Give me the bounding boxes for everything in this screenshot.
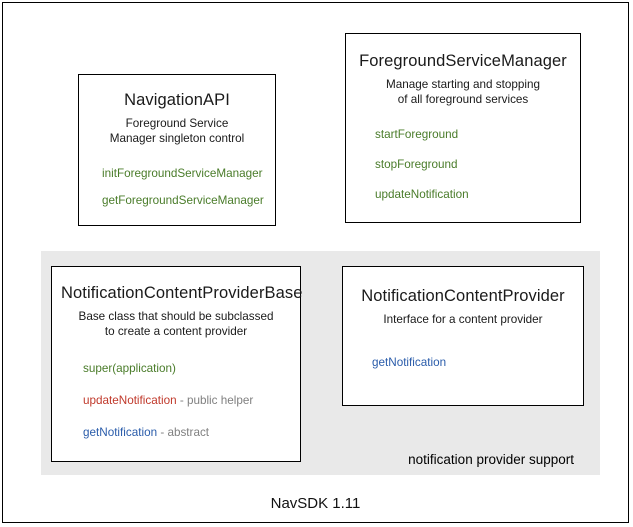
class-description-line-1: Foreground Service [125,117,229,130]
class-description-line-1: Interface for a content provider [383,313,543,326]
class-description-notification-content-provider: Interface for a content provider [355,313,571,328]
diagram-footer-caption: NavSDK 1.11 [270,495,361,512]
method-name: initForegroundServiceManager [102,166,263,180]
class-title-notification-content-provider: NotificationContentProvider [361,287,565,305]
class-title-navigation-api: NavigationAPI [124,91,230,109]
method-name: getNotification [372,355,447,369]
method-list-navigation-api: initForegroundServiceManager getForegrou… [89,167,265,208]
method-row[interactable]: updateNotification [375,188,568,202]
method-note: - abstract [157,425,210,439]
class-description-navigation-api: Foreground Service Manager singleton con… [89,117,265,147]
method-row[interactable]: super(application) [83,362,291,376]
class-box-notification-content-provider-base[interactable]: NotificationContentProviderBase Base cla… [51,266,303,462]
method-row[interactable]: updateNotification - public helper [83,394,291,408]
method-name: startForeground [375,127,459,141]
method-name: getNotification [83,425,158,439]
class-description-line-2: to create a content provider [104,324,248,338]
method-list-notification-content-provider-base: super(application) updateNotification - … [61,362,291,439]
method-note: - public helper [176,393,254,407]
method-row[interactable]: getNotification - abstract [83,426,291,440]
class-description-line-2: Manager singleton control [109,131,245,145]
class-description-line-1: Manage starting and stopping [386,78,540,91]
method-name: stopForeground [375,157,458,171]
method-name: updateNotification [375,187,469,201]
method-name: updateNotification [83,393,177,407]
diagram-outer-frame: notification provider support Navigation… [2,2,629,523]
method-name: super(application) [83,361,176,375]
method-row[interactable]: stopForeground [375,158,568,172]
method-row[interactable]: initForegroundServiceManager [102,167,265,181]
method-row[interactable]: getForegroundServiceManager [102,194,265,208]
method-row[interactable]: startForeground [375,128,568,142]
class-box-navigation-api[interactable]: NavigationAPI Foreground Service Manager… [78,74,276,226]
method-list-foreground-service-manager: startForeground stopForeground updateNot… [358,128,568,201]
class-title-notification-content-provider-base: NotificationContentProviderBase [61,284,303,302]
method-name: getForegroundServiceManager [102,193,264,207]
class-description-line-1: Base class that should be subclassed [78,310,274,323]
class-title-foreground-service-manager: ForegroundServiceManager [359,52,567,70]
method-list-notification-content-provider: getNotification [355,356,571,370]
class-box-foreground-service-manager[interactable]: ForegroundServiceManager Manage starting… [345,33,581,223]
method-row[interactable]: getNotification [372,356,571,370]
class-description-notification-content-provider-base: Base class that should be subclassed to … [61,310,291,340]
class-description-line-2: of all foreground services [397,92,529,106]
group-label: notification provider support [408,452,574,467]
class-box-notification-content-provider[interactable]: NotificationContentProvider Interface fo… [342,266,584,406]
class-description-foreground-service-manager: Manage starting and stopping of all fore… [358,78,568,108]
